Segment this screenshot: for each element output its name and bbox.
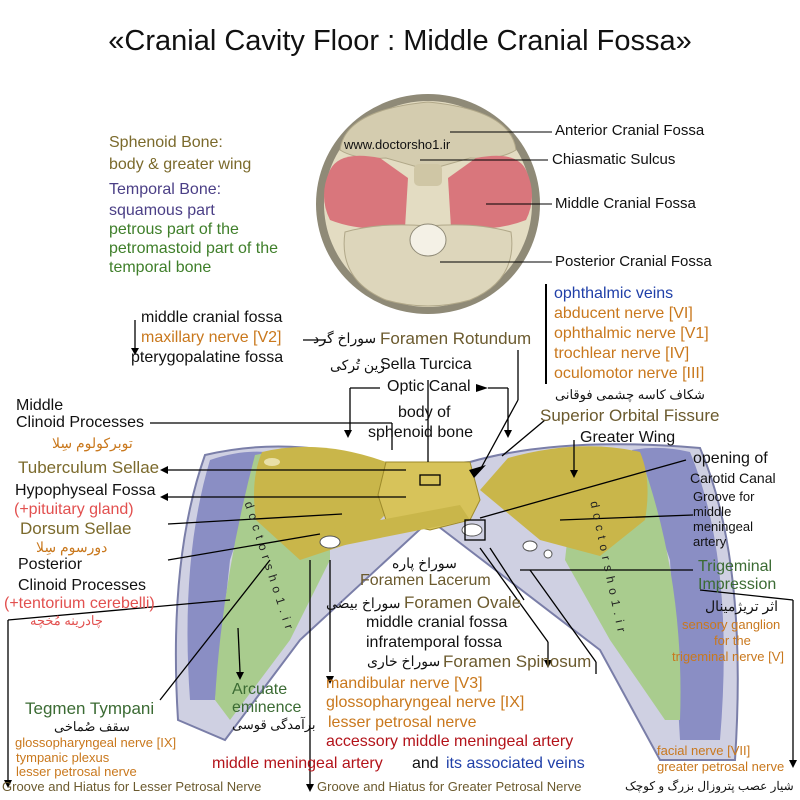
- label-anterior-fossa: Anterior Cranial Fossa: [555, 122, 705, 139]
- watermark-url: www.doctorsho1.ir: [344, 137, 451, 152]
- hypophyseal-fossa: Hypophyseal Fossa: [15, 482, 156, 499]
- legend-temporal-squamous: squamous part: [109, 202, 215, 219]
- ovale-content-3: lesser petrosal nerve: [328, 714, 477, 731]
- sella-fa: زین تُرکی: [330, 357, 386, 373]
- rotundum-line1: middle cranial fossa: [141, 309, 283, 326]
- accessory-mma: accessory middle meningeal artery: [326, 733, 574, 750]
- rotundum-fa: سوراخ گرد: [313, 330, 377, 346]
- rotundum-line3: pterygopalatine fossa: [131, 349, 284, 366]
- legend-temporal-petrous-2: petromastoid part of the: [109, 240, 278, 257]
- label-chiasmatic-sulcus: Chiasmatic Sulcus: [552, 151, 676, 168]
- trigeminal-line2: Impression: [698, 576, 777, 593]
- tentorium-fa: چادرینه مُخچه: [30, 613, 103, 628]
- skull-illustration: [316, 94, 540, 314]
- arcuate-line2: eminence: [232, 699, 302, 716]
- tegmen-n1: glossopharyngeal nerve [IX]: [15, 735, 177, 750]
- fissure-en: Superior Orbital Fissure: [540, 406, 720, 425]
- bottom-mid-label: Groove and Hiatus for Greater Petrosal N…: [317, 779, 582, 794]
- middle-fossa-right-highlight: [448, 155, 532, 229]
- pituitary-gland: (+pituitary gland): [14, 501, 134, 518]
- trigeminal-fa: اثر تریژمینال: [705, 598, 779, 614]
- ovale-line1: middle cranial fossa: [366, 614, 508, 631]
- spinosum-fa: سوراخ خاری: [367, 653, 441, 669]
- body-sphenoid-2: sphenoid bone: [368, 424, 473, 441]
- label-middle-fossa: Middle Cranial Fossa: [555, 195, 696, 212]
- rotundum-nerve: maxillary nerve [V2]: [141, 329, 282, 346]
- ovale-content-1: mandibular nerve [V3]: [326, 675, 483, 692]
- tegmen-n3: lesser petrosal nerve: [16, 764, 137, 779]
- arcuate-fa: برآمدگی قوسی: [232, 717, 316, 732]
- legend-temporal-petrous-1: petrous part of the: [109, 221, 239, 238]
- fissure-item-4: trochlear nerve [IV]: [554, 345, 690, 362]
- right-bottom-n1: facial nerve [VII]: [657, 743, 751, 758]
- legend-sphenoid-title: Sphenoid Bone:: [109, 134, 223, 151]
- fissure-item-1: ophthalmic veins: [554, 285, 674, 302]
- trigeminal-line1: Trigeminal: [698, 558, 773, 575]
- tuberculum-fa: توبرکولوم سِلا: [52, 435, 133, 451]
- trigeminal-sub1: sensory ganglion: [682, 617, 781, 632]
- label-posterior-fossa: Posterior Cranial Fossa: [555, 253, 712, 270]
- fissure-bracket: [545, 284, 547, 384]
- carotid-line2: Carotid Canal: [690, 470, 776, 486]
- fissure-item-2: abducent nerve [VI]: [554, 305, 693, 322]
- tegmen-n2: tympanic plexus: [16, 750, 110, 765]
- dorsum-sellae: Dorsum Sellae: [20, 519, 132, 538]
- ovale-fa: سوراخ بیضی: [326, 595, 401, 611]
- sella-en: Sella Turcica: [380, 356, 472, 373]
- middle-clinoid-1: Middle: [16, 397, 64, 414]
- tuberculum-sellae: Tuberculum Sellae: [18, 458, 160, 477]
- ovale-en: Foramen Ovale: [404, 593, 522, 612]
- groove-mm-line1: Groove for: [693, 489, 755, 504]
- trigeminal-sub2: for the: [714, 633, 751, 648]
- spinosum-en: Foramen Spinosum: [443, 652, 592, 671]
- middle-clinoid-2: Clinoid Processes: [16, 414, 145, 431]
- tegmen-en: Tegmen Tympani: [25, 699, 155, 718]
- trigeminal-sub3: trigeminal nerve [V]: [672, 649, 784, 664]
- tentorium: (+tentorium cerebelli): [4, 595, 155, 612]
- posterior-clinoid-2: Clinoid Processes: [18, 577, 147, 594]
- middle-fossa-illustration: [174, 443, 739, 761]
- optic-canal: Optic Canal: [387, 378, 471, 395]
- fissure-item-3: ophthalmic nerve [V1]: [554, 325, 709, 342]
- groove-mm-line3: meningeal: [693, 519, 753, 534]
- lacerum-fa: سوراخ پاره: [392, 555, 457, 571]
- mma-and: and: [412, 755, 439, 772]
- arcuate-line1: Arcuate: [232, 681, 288, 698]
- dorsum-fa: دورسوم سِلا: [36, 539, 108, 555]
- right-bottom-n2: greater petrosal nerve: [657, 759, 785, 774]
- fissure-item-5: oculomotor nerve [III]: [554, 365, 705, 382]
- fissure-fa: شکاف کاسه چشمی فوقانی: [555, 387, 705, 402]
- legend-temporal-title: Temporal Bone:: [109, 181, 222, 198]
- groove-mm-line2: middle: [693, 504, 732, 519]
- ovale-line2: infratemporal fossa: [366, 634, 503, 651]
- page-title: «Cranial Cavity Floor : Middle Cranial F…: [108, 25, 692, 57]
- mma-1: middle meningeal artery: [212, 755, 383, 772]
- legend-sphenoid-parts: body & greater wing: [109, 156, 252, 173]
- greater-wing: Greater Wing: [580, 429, 676, 446]
- rotundum-en: Foramen Rotundum: [380, 329, 532, 348]
- posterior-clinoid-1: Posterior: [18, 556, 83, 573]
- ovale-content-2: glossopharyngeal nerve [IX]: [326, 694, 525, 711]
- legend-temporal-petrous-3: temporal bone: [109, 259, 212, 276]
- lacerum-en: Foramen Lacerum: [360, 572, 491, 589]
- groove-mm-line4: artery: [693, 534, 727, 549]
- mma-2: its associated veins: [446, 755, 585, 772]
- carotid-line1: opening of: [693, 450, 768, 467]
- right-bottom-fa: شیار عصب پتروزال بزرگ و کوچک: [625, 779, 794, 793]
- tegmen-fa: سقف صُماخی: [54, 719, 130, 734]
- bottom-left-label: Groove and Hiatus for Lesser Petrosal Ne…: [2, 779, 262, 794]
- middle-fossa-left-highlight: [324, 155, 408, 229]
- body-sphenoid-1: body of: [398, 404, 451, 421]
